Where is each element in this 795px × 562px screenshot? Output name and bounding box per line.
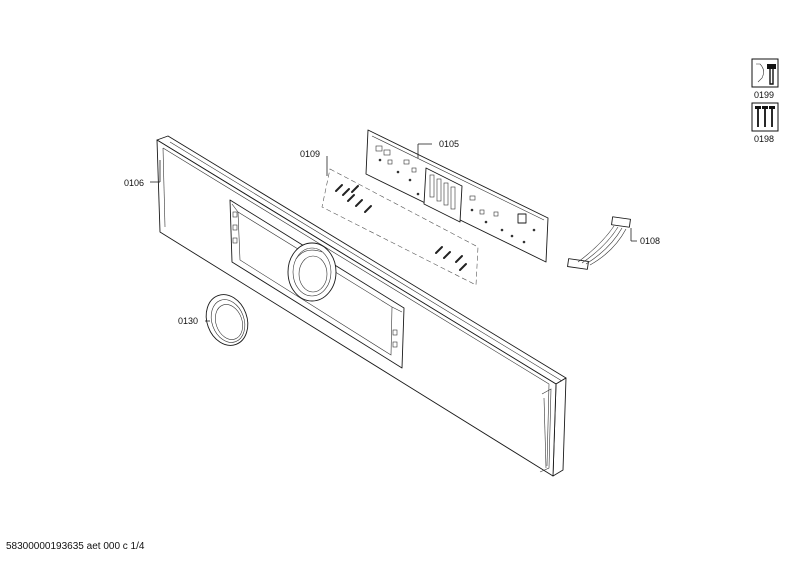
label-0108: 0108: [640, 236, 660, 246]
label-0199: 0199: [754, 90, 774, 100]
circuit-board: [365, 129, 549, 263]
label-0198: 0198: [754, 134, 774, 144]
screws-icon: [751, 102, 779, 132]
control-panel-fascia: [156, 135, 567, 477]
wrench-screwdriver-icon: [751, 58, 779, 88]
document-code: 58300000193635 aet 000 c 1/4: [6, 541, 145, 552]
label-0106: 0106: [124, 178, 144, 188]
cable-harness: [567, 216, 631, 270]
label-0109: 0109: [300, 149, 320, 159]
leader-lines: [150, 143, 637, 322]
button-pads: [321, 168, 479, 286]
selector-ring: [205, 294, 249, 346]
label-0105: 0105: [439, 139, 459, 149]
label-0130: 0130: [178, 316, 198, 326]
